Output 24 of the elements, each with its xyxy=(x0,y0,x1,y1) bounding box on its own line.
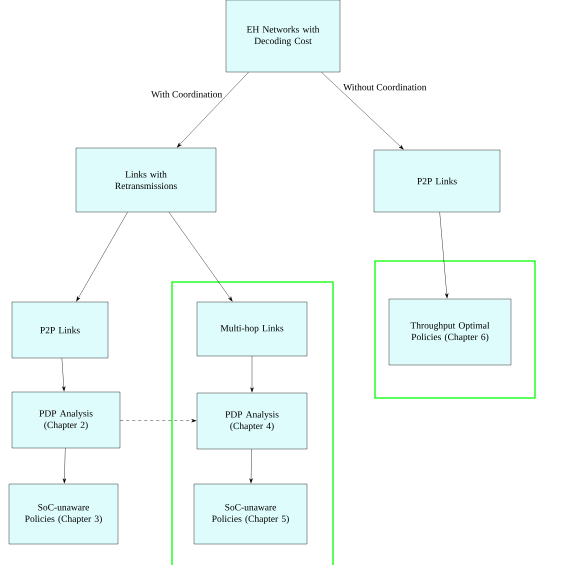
group-frame xyxy=(171,281,334,565)
process-box: SoC-unaware Policies (Chapter 5) xyxy=(194,484,308,544)
arrow xyxy=(249,449,253,484)
arrow xyxy=(120,418,196,422)
process-box: Throughput Optimal Policies (Chapter 6) xyxy=(388,298,512,366)
arrow xyxy=(76,212,128,302)
process-box: Multi-hop Links xyxy=(196,302,308,356)
arrow xyxy=(250,356,254,392)
arrow xyxy=(62,358,66,392)
edge-label: With Coordination xyxy=(150,90,224,98)
process-box: SoC-unaware Policies (Chapter 3) xyxy=(8,484,118,544)
arrow xyxy=(168,212,233,302)
arrow xyxy=(62,448,66,484)
arrow xyxy=(440,212,448,298)
arrow xyxy=(321,72,404,150)
process-box: Links with Retransmissions xyxy=(76,148,216,212)
group-frame xyxy=(374,260,536,399)
edge-label: Without Coordination xyxy=(342,82,428,92)
process-box: P2P Links xyxy=(374,150,500,212)
process-box: PDP Analysis (Chapter 4) xyxy=(196,392,308,450)
process-box: P2P Links xyxy=(12,302,108,358)
arrow xyxy=(176,72,249,148)
process-box: EH Networks with Decoding Cost xyxy=(226,0,340,72)
process-box: PDP Analysis (Chapter 2) xyxy=(12,392,120,448)
